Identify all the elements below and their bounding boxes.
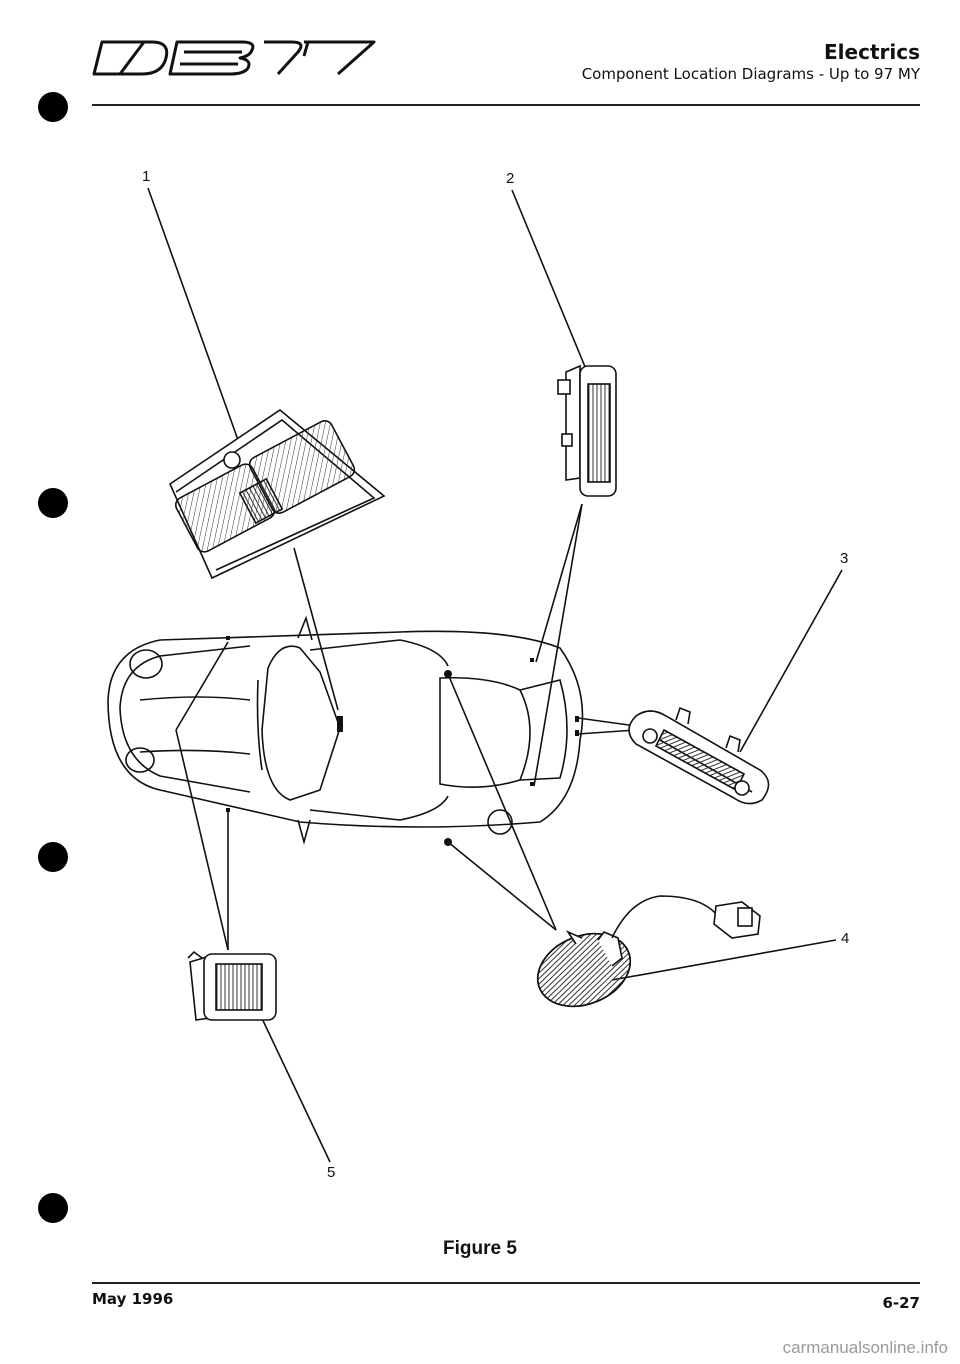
- footer-date: May 1996: [92, 1290, 174, 1308]
- figure-caption: Figure 5: [443, 1238, 517, 1259]
- footer-rule: [92, 1282, 920, 1284]
- overhead-console: [168, 409, 386, 580]
- courtesy-lamp: [187, 950, 277, 1021]
- header-rule: [92, 104, 920, 106]
- callout-3: 3: [840, 550, 849, 567]
- callout-2: 2: [506, 170, 515, 187]
- location-markers: [226, 636, 579, 846]
- section-title: Electrics: [824, 40, 920, 64]
- car-outline: [107, 615, 584, 846]
- page-number: 6-27: [882, 1294, 920, 1312]
- binder-hole: [38, 842, 68, 872]
- callout-4: 4: [841, 930, 850, 947]
- callout-1: 1: [142, 168, 151, 185]
- binder-hole: [38, 92, 68, 122]
- callout-5: 5: [327, 1164, 336, 1181]
- number-plate-lamp: [628, 706, 770, 805]
- watermark: carmanualsonline.info: [782, 1338, 948, 1357]
- db7-logo: [92, 40, 376, 76]
- section-subtitle: Component Location Diagrams - Up to 97 M…: [581, 65, 920, 83]
- interior-lamp: [557, 364, 617, 497]
- binder-hole: [38, 488, 68, 518]
- binder-hole: [38, 1193, 68, 1223]
- component-location-diagram: [107, 187, 843, 1163]
- side-repeater-lamp: [536, 895, 761, 1008]
